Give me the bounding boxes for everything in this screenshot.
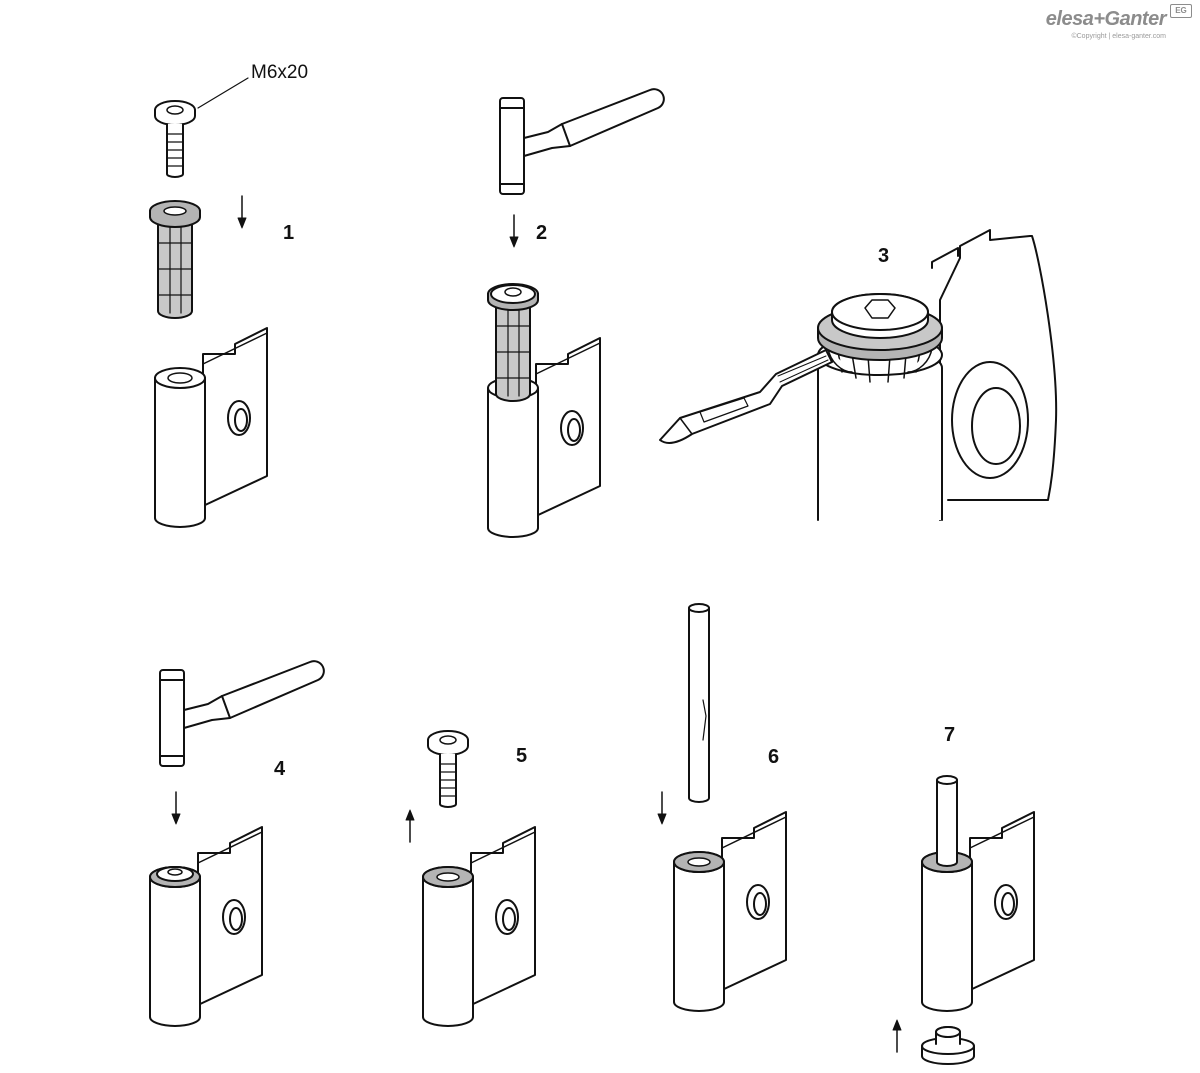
step-number-4: 4 [274, 758, 286, 780]
arrow-up-icon [892, 1019, 902, 1053]
step-3-illustration [659, 229, 1058, 521]
step-number-3: 3 [878, 245, 890, 267]
brand-logo: elesa+Ganter [1045, 8, 1167, 30]
copyright-text: ©Copyright | elesa-ganter.com [1071, 33, 1166, 40]
step-number-5: 5 [516, 745, 528, 767]
step-6-illustration [657, 603, 787, 1012]
step-4-illustration [149, 660, 325, 1027]
step-number-1: 1 [283, 222, 295, 244]
step-number-2: 2 [536, 222, 548, 244]
arrow-up-icon [405, 809, 415, 843]
arrow-down-icon [509, 214, 519, 248]
step-2-illustration [487, 88, 665, 538]
arrow-down-icon [171, 791, 181, 825]
step-7-illustration [892, 775, 1035, 1065]
step-number-7: 7 [944, 724, 956, 746]
step-5-illustration [405, 730, 536, 1027]
callout-leader-line [197, 77, 249, 109]
screw-size-label: M6x20 [251, 62, 309, 83]
step-1-illustration [149, 77, 268, 528]
step-number-6: 6 [768, 746, 780, 768]
arrow-down-icon [237, 195, 247, 229]
arrow-down-icon [657, 791, 667, 825]
brand-badge-icon: EG [1170, 4, 1192, 18]
